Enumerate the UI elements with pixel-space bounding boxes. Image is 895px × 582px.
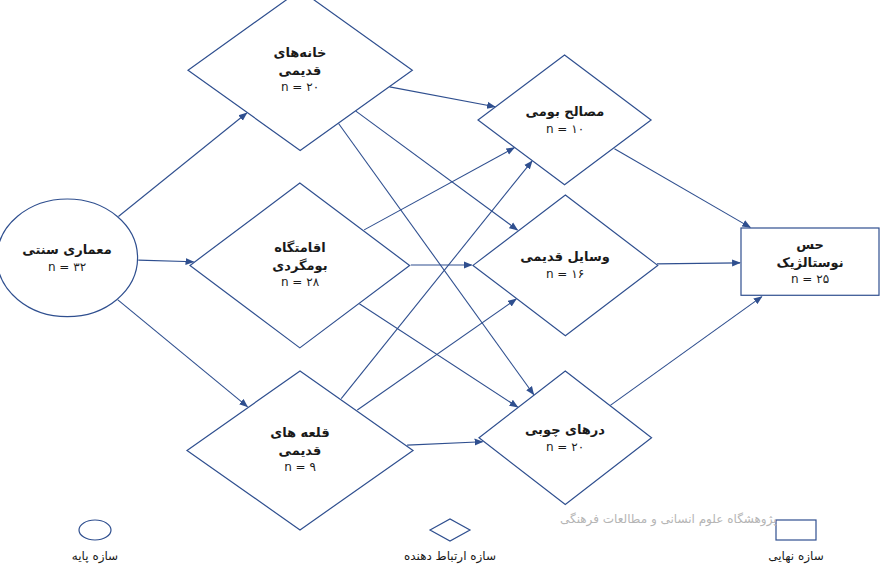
sample-count: n = ۲۵ [791,271,829,287]
sample-count: n = ۳۲ [48,259,86,275]
node-outline [0,198,138,318]
sample-count: n = ۲۰ [281,79,319,95]
link-diamond: مصالح بومیn = ۱۰ [477,54,652,186]
node-title: اقامتگاه بومگردی [252,239,347,274]
arrow-connector [357,299,516,410]
legend-text: سازه نهایی [768,549,823,563]
arrow-connector [614,149,750,228]
final-box: حس نوستالژیکn = ۲۵ [740,227,880,296]
arrow-connector [657,263,740,264]
legend-text: سازه پایه [72,549,118,563]
legend-ellipse [79,520,111,540]
arrow-connector [364,148,514,230]
sample-count: n = ۱۰ [546,121,584,137]
link-diamond: خانه‌های قدیمیn = ۲۰ [187,0,413,151]
node-title: مصالح بومی [526,103,605,121]
legend-diamond [430,519,470,541]
node-outline [477,54,652,186]
watermark-text: پژوهشگاه علوم انسانی و مطالعات فرهنگی [560,512,777,526]
node-title: درهای چوبی [525,421,605,439]
sample-count: n = ۲۰ [546,439,584,455]
node-title: وسایل قدیمی [520,248,610,266]
node-title: قلعه های قدیمی [252,424,347,459]
arrow-connector [390,87,495,107]
sample-count: n = ۱۶ [546,266,584,282]
node-outline [472,194,659,337]
legend-text: سازه ارتباط دهنده [404,549,496,563]
base-ellipse: معماری سنتیn = ۳۲ [0,198,138,318]
arrow-connector [407,442,482,445]
node-title: معماری سنتی [22,241,111,259]
arrow-connector [118,113,246,217]
legend-rect [776,520,816,540]
sample-count: n = ۲۸ [281,274,319,290]
node-outline [478,370,653,506]
link-diamond: قلعه های قدیمیn = ۹ [186,370,414,531]
arrow-connector [138,260,193,262]
link-diamond: وسایل قدیمیn = ۱۶ [472,194,659,337]
link-diamond: درهای چوبیn = ۲۰ [478,370,653,506]
node-title: خانه‌های قدیمی [252,44,347,79]
node-title: حس نوستالژیک [763,236,858,271]
sample-count: n = ۹ [284,459,316,475]
link-diamond: اقامتگاه بومگردیn = ۲۸ [189,182,411,349]
arrow-connector [411,264,472,265]
arrow-connector [610,297,761,406]
arrow-connector [118,300,248,407]
